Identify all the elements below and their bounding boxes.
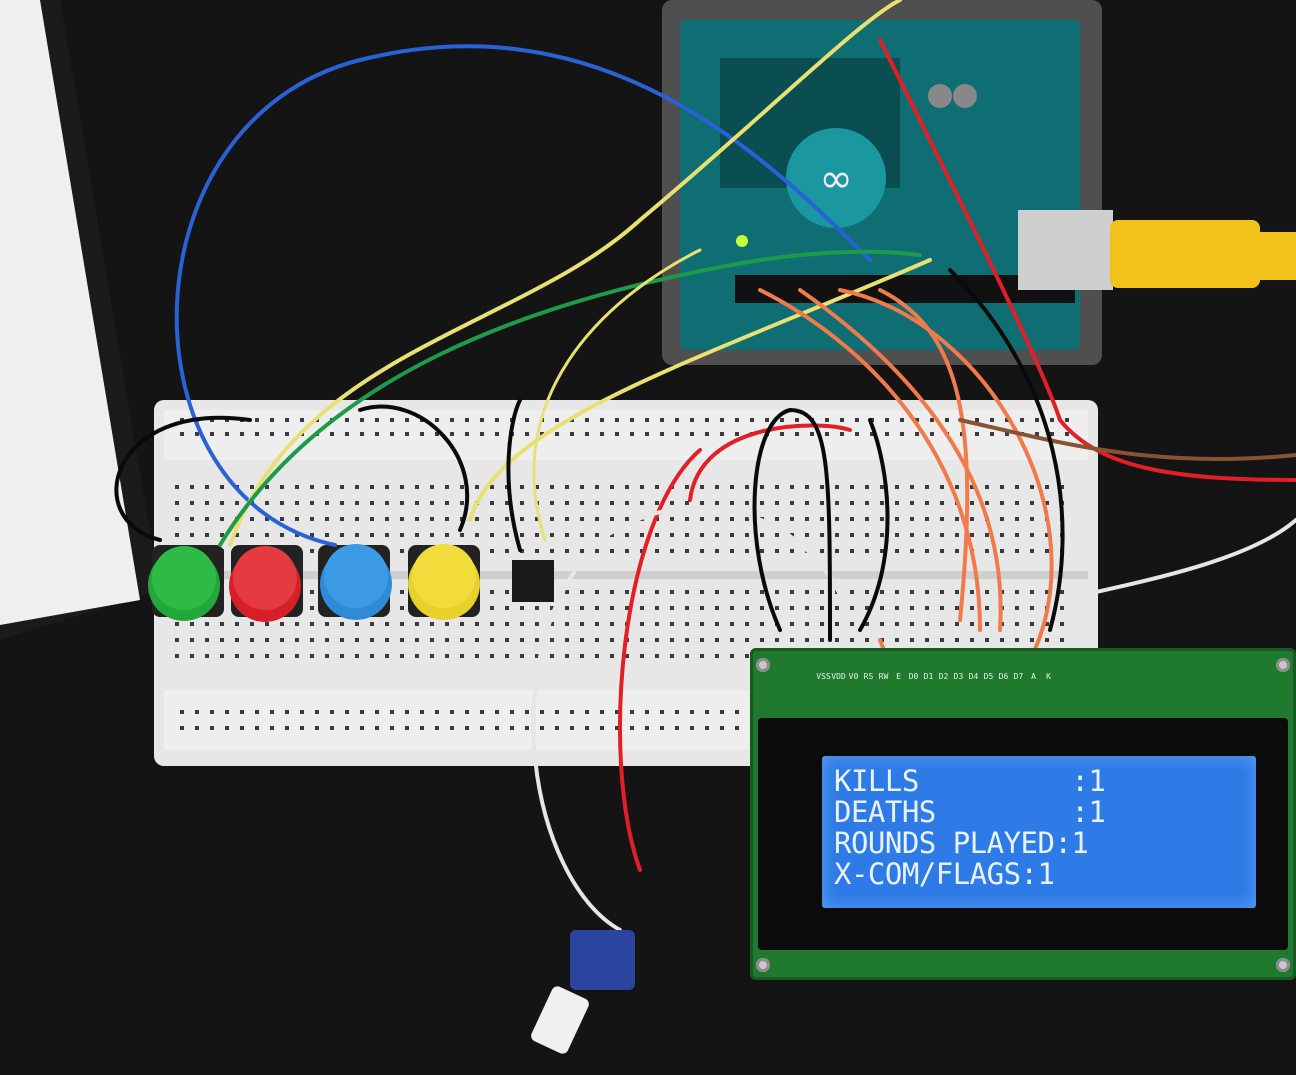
tactile-switch — [512, 560, 554, 602]
lcd-pin-label: D5 — [983, 672, 994, 681]
button-blue — [318, 544, 392, 620]
lcd-pin-label: D4 — [968, 672, 979, 681]
wire-white-2 — [1058, 518, 1296, 602]
jumper-wires — [114, 0, 1296, 932]
lcd-pin-label: D6 — [998, 672, 1009, 681]
lcd-screen: KILLS :1 DEATHS :1 ROUNDS PLAYED:1 X-COM… — [822, 756, 1256, 908]
wire-black-3 — [506, 398, 522, 552]
lcd-pin-label: RW — [878, 672, 889, 681]
lcd-pin-label: D7 — [1013, 672, 1024, 681]
wire-yellow-2 — [468, 258, 932, 522]
wire-green — [218, 249, 922, 547]
wire-black-2 — [358, 404, 470, 532]
button-yellow — [408, 544, 480, 620]
book-page — [0, 0, 140, 625]
wire-red-3 — [618, 448, 702, 872]
wire-orange-4 — [878, 288, 970, 622]
lcd-screw — [756, 658, 770, 672]
lcd-screw — [756, 958, 770, 972]
wire-black-6 — [948, 268, 1065, 632]
wire-black-5 — [858, 418, 890, 632]
arduino-board: ∞ — [662, 0, 1113, 365]
lcd-screw — [1276, 658, 1290, 672]
wire-yellow-3 — [532, 248, 702, 542]
wire-black-1 — [114, 415, 252, 542]
wire-red-1 — [878, 38, 1296, 482]
lcd-screw — [1276, 958, 1290, 972]
wire-black-4 — [752, 407, 832, 642]
wire-brown — [958, 418, 1296, 462]
lcd-pin-label: D3 — [953, 672, 964, 681]
wire-white — [531, 505, 852, 932]
svg-text:∞: ∞ — [819, 156, 852, 202]
lcd-line-kills: KILLS :1 — [834, 764, 1106, 798]
lcd-line-rounds-played: ROUNDS PLAYED:1 — [834, 826, 1089, 860]
lcd-pin-label: E — [896, 672, 901, 681]
lcd-pin-label: D0 — [908, 672, 919, 681]
lcd-line-deaths: DEATHS :1 — [834, 795, 1106, 829]
lcd-pin-label: VDD — [831, 672, 846, 681]
lcd-pin-label: V0 — [848, 672, 859, 681]
wire-red-2 — [688, 423, 852, 502]
wire-orange-2 — [798, 288, 1003, 632]
usb-cable — [1110, 220, 1296, 288]
button-green — [148, 545, 224, 621]
wire-yellow — [228, 0, 902, 547]
button-red — [229, 545, 303, 622]
lcd-pin-label: K — [1046, 672, 1051, 681]
lcd-pin-label: A — [1031, 672, 1036, 681]
lcd-pin-label: D1 — [923, 672, 934, 681]
lcd-pin-label: RS — [863, 672, 874, 681]
potentiometer — [531, 930, 635, 1054]
lcd-pin-label: D2 — [938, 672, 949, 681]
wire-orange-1 — [758, 288, 982, 632]
lcd-pin-label: VSS — [816, 672, 831, 681]
lcd-line-xcom-flags: X-COM/FLAGS:1 — [834, 857, 1055, 891]
